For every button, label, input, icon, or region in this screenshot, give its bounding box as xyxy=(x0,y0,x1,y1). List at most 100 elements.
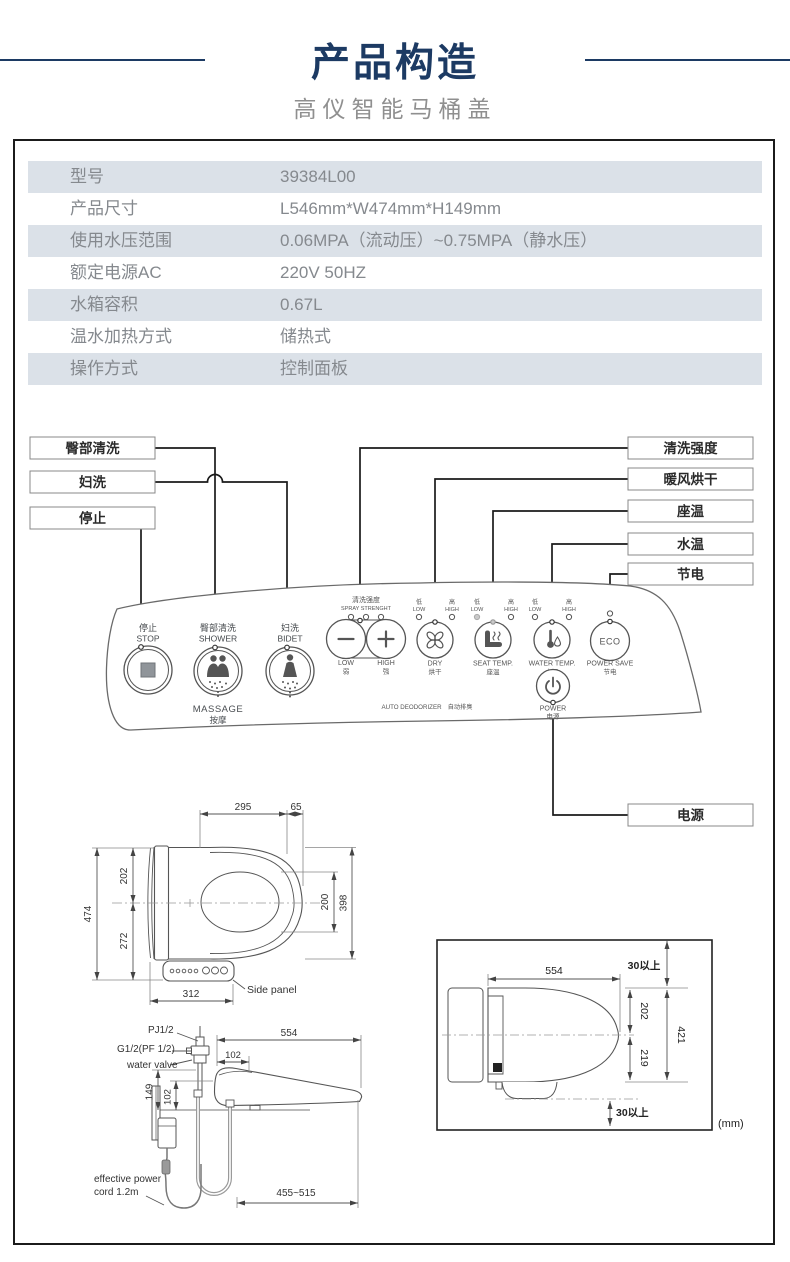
dim-102-v: 102 xyxy=(163,1089,174,1105)
power-node xyxy=(550,699,556,706)
water-valve-assembly xyxy=(186,1026,210,1096)
power-icon xyxy=(545,676,561,695)
table-row: 温水加热方式 储热式 xyxy=(28,321,762,353)
table-row: 产品尺寸 L546mm*W474mm*H149mm xyxy=(28,193,762,225)
low-label-en: LOW xyxy=(338,660,354,667)
control-panel-diagram: 臀部清洗 妇洗 停止 清洗强度 暖风烘干 座温 水温 节电 电源 xyxy=(29,436,754,827)
seat-temp-label-en: SEAT TEMP. xyxy=(473,661,513,668)
hip-wash-callout-box xyxy=(29,436,156,460)
clearance-texts: 554 30以上 202 219 421 30以上 (mm) xyxy=(545,959,743,1130)
table-row: 使用水压范围 0.06MPA（流动压）~0.75MPA（静水压） xyxy=(28,225,762,257)
clearance-notch xyxy=(495,1081,503,1090)
spray-callout-label: 清洗强度 xyxy=(664,440,718,456)
spec-label: 温水加热方式 xyxy=(70,327,172,346)
water-temp-node xyxy=(549,619,555,625)
dry-label-en: DRY xyxy=(428,661,443,668)
power-callout-box xyxy=(627,803,754,827)
dim-554-side: 554 xyxy=(281,1028,298,1039)
g-thread-label: G1/2(PF 1/2) xyxy=(117,1044,175,1055)
dry-led-high xyxy=(448,613,456,621)
lid-center-oval xyxy=(200,871,280,933)
dim-200: 200 xyxy=(320,893,331,910)
table-row: 型号 39384L00 xyxy=(28,161,762,193)
title-rule-left xyxy=(0,59,205,61)
dry-high-en: HIGH xyxy=(445,607,459,613)
spray-strength-group: 清洗强度 SPRAY STRENGHT LOW 弱 HIGH 强 xyxy=(325,595,407,676)
dim-202: 202 xyxy=(119,867,130,884)
dry-label-cn: 烘干 xyxy=(429,667,443,676)
spec-label: 操作方式 xyxy=(70,359,138,378)
bidet-label-cn: 妇洗 xyxy=(281,622,299,633)
seat-low-en: LOW xyxy=(471,607,484,613)
stop-label-cn: 停止 xyxy=(139,622,157,633)
power-cord xyxy=(164,1148,202,1209)
water-temp-callout-box xyxy=(627,532,754,556)
power-save-callout-box xyxy=(627,562,754,586)
stop-label-en: STOP xyxy=(137,634,160,644)
spec-value: 39384L00 xyxy=(280,167,356,186)
seat-temp-group: 低 LOW 高 HIGH SEAT TEMP. 座温 xyxy=(471,598,518,676)
spray-label-en: SPRAY STRENGHT xyxy=(341,606,392,612)
unit-label: (mm) xyxy=(718,1118,744,1130)
bidet-callout-label: 妇洗 xyxy=(78,474,106,490)
low-label-cn: 弱 xyxy=(343,668,350,676)
water-led-high xyxy=(565,613,573,621)
top-view-dim-texts: 295 65 474 202 272 200 398 312 Side pane… xyxy=(83,802,350,1000)
title-rule-right xyxy=(585,59,790,61)
side-view-texts: PJ1/2 G1/2(PF 1/2) water valve 554 102 1… xyxy=(94,1025,316,1199)
water-temp-label-en: WATER TEMP. xyxy=(529,661,576,668)
dim-398: 398 xyxy=(339,894,350,911)
spec-label: 型号 xyxy=(70,167,104,186)
dry-high-cn: 高 xyxy=(449,598,455,606)
power-save-callout-label: 节电 xyxy=(677,566,705,582)
spec-value: L546mm*W474mm*H149mm xyxy=(280,199,502,218)
clearance-side-panel xyxy=(501,1081,558,1099)
spec-label: 产品尺寸 xyxy=(70,199,138,218)
dim-272: 272 xyxy=(119,932,130,949)
power-plug-assembly xyxy=(151,1085,202,1209)
eco-icon: ECO xyxy=(599,637,620,647)
high-label-cn: 强 xyxy=(383,668,390,676)
dry-led-low xyxy=(415,613,423,621)
stop-button: 停止 STOP xyxy=(123,622,173,695)
power-save-label-en: POWER SAVE xyxy=(587,661,634,668)
top-view-dim-lines xyxy=(94,811,355,1004)
dim-102-h: 102 xyxy=(225,1050,241,1061)
dry-low-cn: 低 xyxy=(416,598,422,606)
spray-led-3 xyxy=(377,613,385,621)
shower-node xyxy=(212,644,218,651)
seat-temp-node xyxy=(490,619,496,625)
side-panel-buttons xyxy=(169,966,228,975)
cord-label-line1: effective power xyxy=(94,1174,162,1185)
massage-label-cn: 按摩 xyxy=(209,715,227,725)
dim-295: 295 xyxy=(235,802,252,813)
dim-421-clearance: 421 xyxy=(675,1026,687,1044)
dry-callout-box xyxy=(627,467,754,491)
spec-label: 使用水压范围 xyxy=(70,231,172,250)
power-group: POWER 电源 xyxy=(535,668,571,721)
spec-value: 0.67L xyxy=(280,295,323,314)
page-title: 产品构造 xyxy=(310,42,479,85)
dim-149: 149 xyxy=(145,1083,156,1100)
dry-line xyxy=(434,478,629,621)
seat-temp-label-cn: 座温 xyxy=(487,667,501,676)
seat-high-cn: 高 xyxy=(508,598,514,606)
water-led-low xyxy=(531,613,539,621)
dim-474: 474 xyxy=(83,905,94,922)
stop-callout-label: 停止 xyxy=(79,510,106,526)
top-view-drawing: 295 65 474 202 272 200 398 312 Side pane… xyxy=(83,802,356,1005)
water-low-en: LOW xyxy=(529,607,542,613)
seat-high-en: HIGH xyxy=(504,607,518,613)
spray-led-2 xyxy=(362,613,370,621)
table-row: 操作方式 控制面板 xyxy=(28,353,762,385)
seat-low-cn: 低 xyxy=(474,598,480,606)
bidet-label-en: BIDET xyxy=(277,634,302,644)
clearance-sensor xyxy=(493,1063,502,1072)
seat-temp-icon xyxy=(485,630,502,647)
spray-callout-box xyxy=(627,436,754,460)
spec-label: 额定电源AC xyxy=(70,263,162,282)
cord-label-line2: cord 1.2m xyxy=(94,1187,138,1198)
stop-node xyxy=(138,644,144,650)
dim-554-clearance: 554 xyxy=(545,965,563,977)
bidet-line xyxy=(154,473,288,646)
